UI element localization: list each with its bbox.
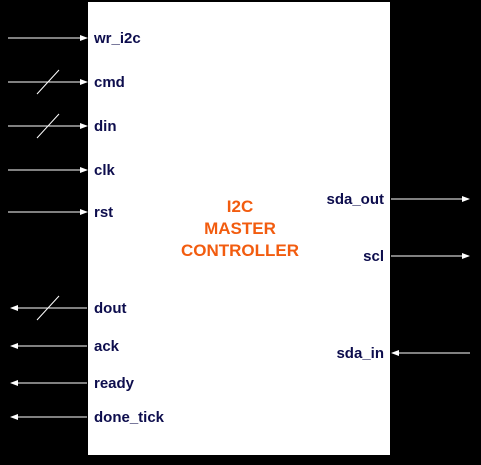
port-label-wr-i2c: wr_i2c (93, 30, 141, 47)
port-sda-in: sda_in (336, 345, 470, 362)
port-label-cmd: cmd (94, 74, 125, 91)
bus-slash-dout (36, 295, 60, 321)
controller-block (88, 2, 390, 455)
port-label-clk: clk (94, 162, 116, 179)
port-wr-i2c: wr_i2c (8, 30, 141, 47)
bus-width-cmd: 3 (37, 66, 43, 80)
port-label-sda-out: sda_out (326, 191, 384, 208)
bus-slash-din (36, 113, 60, 139)
port-ack: ack (10, 338, 120, 355)
port-label-done-tick: done_tick (94, 409, 165, 426)
port-rst: rst (8, 204, 113, 221)
port-label-scl: scl (363, 248, 384, 265)
port-list: wr_i2c 3 cmd 8 din clk rst 8 dout ack ready done_ti… (8, 30, 470, 426)
port-label-ack: ack (94, 338, 120, 355)
title-line: MASTER (204, 219, 276, 238)
port-label-din: din (94, 118, 117, 135)
bus-slash-cmd (36, 69, 60, 95)
port-sda-out: sda_out (326, 191, 470, 208)
port-din: 8 din (8, 110, 117, 139)
port-cmd: 3 cmd (8, 66, 125, 95)
title-line: CONTROLLER (181, 241, 299, 260)
port-label-ready: ready (94, 375, 135, 392)
port-label-dout: dout (94, 300, 126, 317)
port-label-rst: rst (94, 204, 113, 221)
bus-width-din: 8 (37, 110, 43, 124)
block-title: I2C MASTER CONTROLLER (181, 197, 299, 260)
port-clk: clk (8, 162, 116, 179)
bus-width-dout: 8 (37, 292, 43, 306)
port-dout: 8 dout (10, 292, 126, 321)
port-done-tick: done_tick (10, 409, 165, 426)
port-scl: scl (363, 248, 470, 265)
port-ready: ready (10, 375, 135, 392)
port-label-sda-in: sda_in (336, 345, 384, 362)
title-line: I2C (227, 197, 253, 216)
